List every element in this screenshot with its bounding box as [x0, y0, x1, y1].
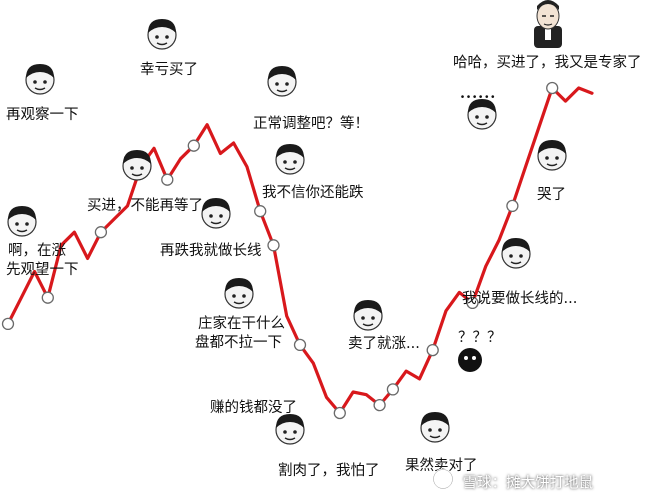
line-node-12	[426, 343, 439, 357]
label-wait-and-see: 先观望一下	[6, 262, 79, 278]
label-said-long-term: 我说要做长线的...	[462, 291, 578, 307]
line-node-14	[506, 199, 519, 213]
label-rising-wait: 啊，在涨	[8, 243, 66, 259]
panda-smug-face	[501, 238, 531, 269]
line-node-9	[333, 406, 346, 420]
label-no-pull-up: 盘都不拉一下	[195, 335, 282, 351]
panda-rubbing-eyes-face	[534, 0, 562, 48]
panda-meme-face	[275, 144, 305, 175]
label-no-way-falling: 我不信你还能跌	[262, 185, 364, 201]
label-profit-gone: 赚的钱都没了	[210, 400, 297, 416]
label-dealer-doing: 庄家在干什么	[198, 316, 285, 332]
label-observe-again: 再观察一下	[6, 107, 79, 123]
line-node-13	[466, 296, 479, 310]
line-node-15	[546, 81, 559, 95]
panda-laughing-face	[353, 300, 383, 331]
watermark-text: 雪球：摊大饼打地鼠	[462, 475, 594, 492]
label-buy-now: 买进，不能再等了	[87, 198, 203, 214]
panda-arms-crossed-face	[122, 150, 152, 181]
line-node-2	[41, 291, 54, 304]
panda-sitting-face	[467, 99, 497, 130]
line-node-1	[1, 317, 15, 331]
line-node-5	[187, 139, 200, 152]
label-question-marks: ？？？	[458, 330, 502, 346]
line-node-7	[267, 239, 280, 252]
line-node-6	[254, 205, 267, 218]
label-glad-bought: 幸亏买了	[140, 62, 198, 78]
label-cried: 哭了	[537, 187, 566, 203]
label-sold-then-rise: 卖了就涨...	[348, 336, 420, 352]
panda-crying-face	[537, 140, 567, 171]
label-ellipsis: ......	[460, 85, 497, 102]
label-normal-adjustment: 正常调整吧？等！	[253, 116, 369, 132]
line-node-11	[386, 383, 400, 396]
watermark: 雪球：摊大饼打地鼠	[432, 468, 637, 494]
label-sold-right: 果然卖对了	[405, 458, 478, 474]
panda-thinking-face	[201, 198, 231, 229]
label-expert-again: 哈哈，买进了，我又是专家了	[453, 55, 642, 71]
panda-shadow-face	[458, 348, 482, 372]
panda-meme-face	[25, 64, 55, 95]
panda-face	[224, 278, 254, 309]
label-cut-loss: 割肉了，我怕了	[278, 463, 380, 479]
panda-pointing-face	[147, 19, 177, 50]
panda-face	[420, 412, 450, 443]
panda-squinting-face	[275, 414, 305, 445]
line-node-3	[94, 226, 108, 239]
line-node-8	[293, 338, 307, 352]
line-node-4	[161, 173, 174, 186]
panda-face	[267, 66, 297, 97]
label-go-long-term: 再跌我就做长线	[160, 243, 262, 259]
snowball-logo-icon	[432, 468, 454, 499]
line-node-10	[373, 398, 386, 412]
panda-crying-face	[7, 206, 37, 237]
